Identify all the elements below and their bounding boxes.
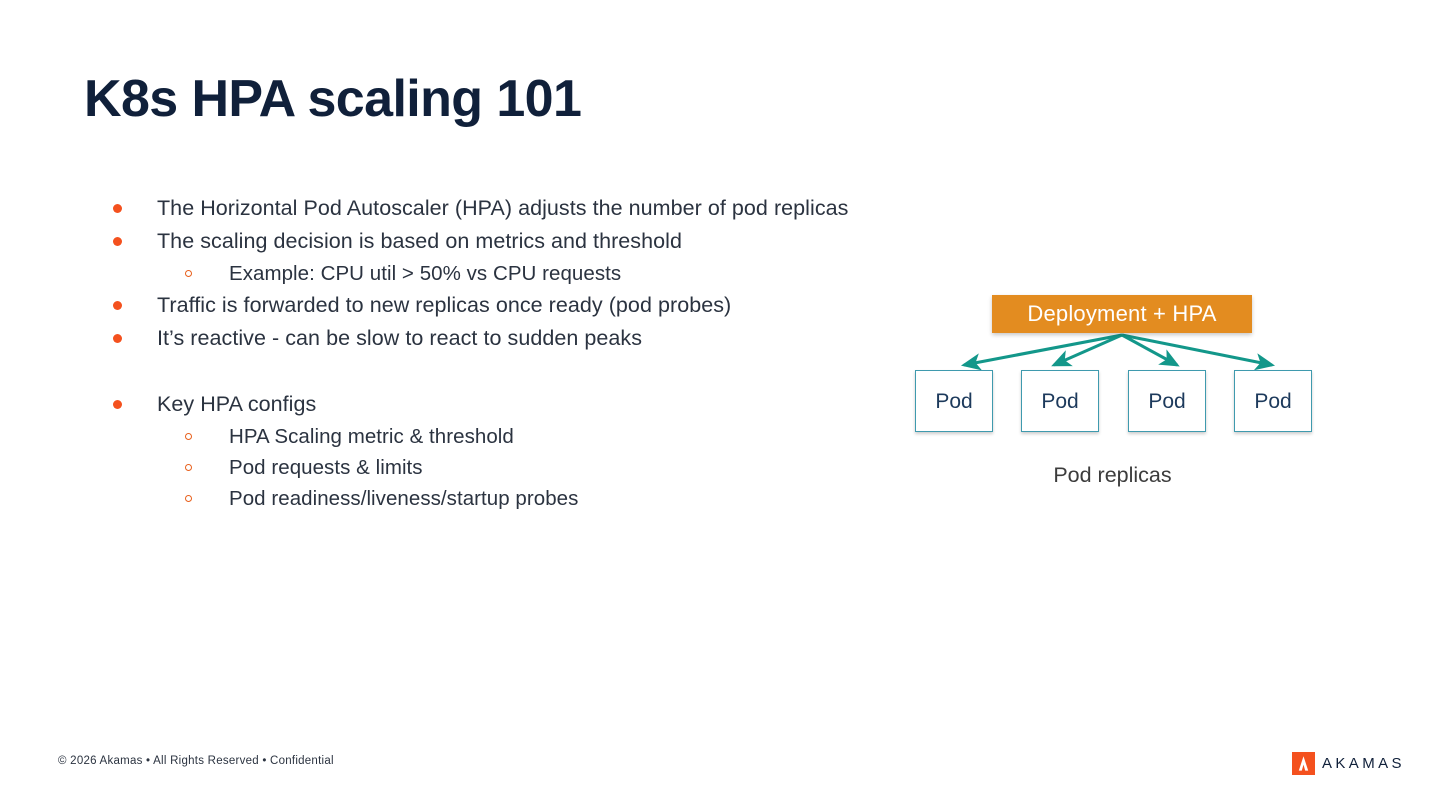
list-item-sub: Example: CPU util > 50% vs CPU requests xyxy=(100,258,900,289)
filled-dot-icon xyxy=(113,225,157,258)
pod-label: Pod xyxy=(1148,389,1186,413)
pod-label: Pod xyxy=(1041,389,1079,413)
page-title: K8s HPA scaling 101 xyxy=(84,70,582,128)
pod-box: Pod xyxy=(1128,370,1206,432)
list-item-label: The scaling decision is based on metrics… xyxy=(157,229,682,253)
list-item-label: Pod requests & limits xyxy=(229,456,423,479)
bullet-list: The Horizontal Pod Autoscaler (HPA) adju… xyxy=(100,192,900,514)
list-item-label: Key HPA configs xyxy=(157,392,317,416)
deployment-hpa-label: Deployment + HPA xyxy=(1027,301,1217,326)
arrow-connectors xyxy=(960,333,1276,371)
list-item: Traffic is forwarded to new replicas onc… xyxy=(100,289,900,322)
hollow-circle-icon xyxy=(185,483,229,514)
list-item-label: HPA Scaling metric & threshold xyxy=(229,425,514,448)
hpa-diagram: Deployment + HPA Pod Pod Pod Pod Pod rep… xyxy=(900,285,1350,510)
hollow-circle-icon xyxy=(185,421,229,452)
filled-dot-icon xyxy=(113,322,157,355)
filled-dot-icon xyxy=(113,289,157,322)
list-item: The scaling decision is based on metrics… xyxy=(100,225,900,258)
footer-copyright: © 2026 Akamas • All Rights Reserved • Co… xyxy=(58,755,334,767)
pod-box: Pod xyxy=(1234,370,1312,432)
list-spacer xyxy=(100,355,900,388)
akamas-logo-wordmark: AKAMAS xyxy=(1322,755,1405,772)
akamas-logo: AKAMAS xyxy=(1292,752,1405,775)
pod-box: Pod xyxy=(1021,370,1099,432)
pod-label: Pod xyxy=(1254,389,1292,413)
list-item-label: Example: CPU util > 50% vs CPU requests xyxy=(229,262,622,285)
list-item-sub: Pod requests & limits xyxy=(100,452,900,483)
hollow-circle-icon xyxy=(185,452,229,483)
list-item-label: Traffic is forwarded to new replicas onc… xyxy=(157,293,732,317)
deployment-hpa-box: Deployment + HPA xyxy=(992,295,1252,333)
pod-box: Pod xyxy=(915,370,993,432)
filled-dot-icon xyxy=(113,388,157,421)
list-item-sub: HPA Scaling metric & threshold xyxy=(100,421,900,452)
list-item: It’s reactive - can be slow to react to … xyxy=(100,322,900,355)
akamas-logo-mark-icon xyxy=(1292,752,1315,775)
filled-dot-icon xyxy=(113,192,157,225)
list-item: Key HPA configs xyxy=(100,388,900,421)
pod-label: Pod xyxy=(935,389,973,413)
list-item-label: Pod readiness/liveness/startup probes xyxy=(229,487,579,510)
list-item-label: It’s reactive - can be slow to react to … xyxy=(157,326,643,350)
pod-replicas-caption: Pod replicas xyxy=(1053,463,1172,487)
list-item-label: The Horizontal Pod Autoscaler (HPA) adju… xyxy=(157,196,849,220)
hollow-circle-icon xyxy=(185,258,229,289)
list-item: The Horizontal Pod Autoscaler (HPA) adju… xyxy=(100,192,900,225)
list-item-sub: Pod readiness/liveness/startup probes xyxy=(100,483,900,514)
